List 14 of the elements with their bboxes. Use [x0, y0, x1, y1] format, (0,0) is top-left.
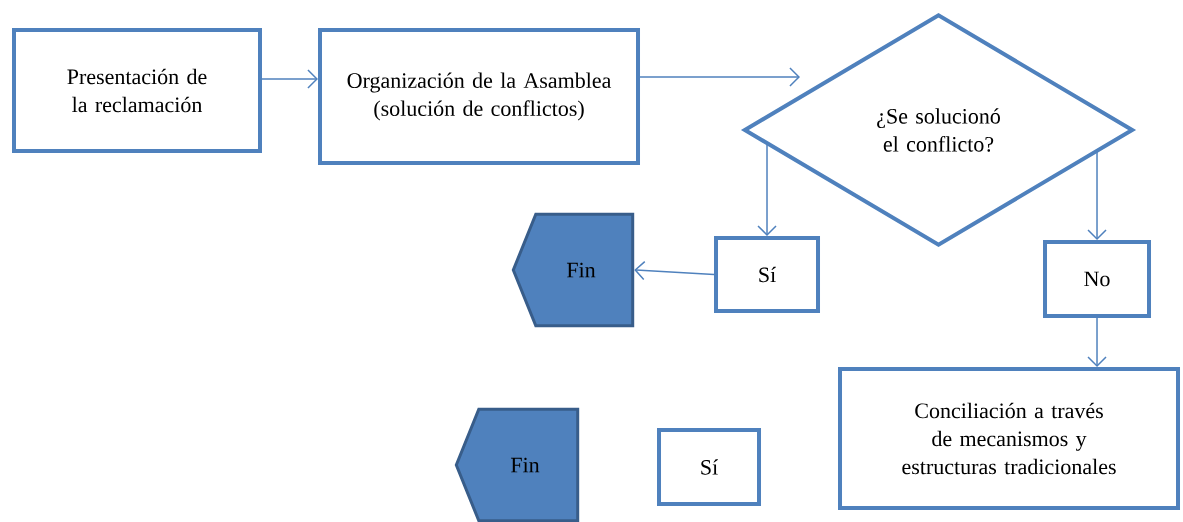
- end-pentagon: Fin: [511, 212, 635, 328]
- answer-box: Sí: [657, 428, 761, 506]
- arrow: [1087, 151, 1107, 240]
- end-pentagon: Fin: [454, 407, 580, 522]
- process-box: Presentación de la reclamación: [12, 28, 262, 153]
- answer-box: Sí: [714, 236, 820, 313]
- arrow: [639, 67, 800, 87]
- arrow: [1087, 317, 1107, 367]
- answer-box: No: [1043, 240, 1151, 318]
- arrow: [261, 69, 318, 89]
- process-box: Conciliación a través de mecanismos y estructuras tradicionales: [838, 367, 1180, 510]
- arrow: [634, 260, 715, 281]
- process-box: Organización de la Asamblea (solución de conflictos): [318, 28, 640, 165]
- arrow: [757, 144, 777, 236]
